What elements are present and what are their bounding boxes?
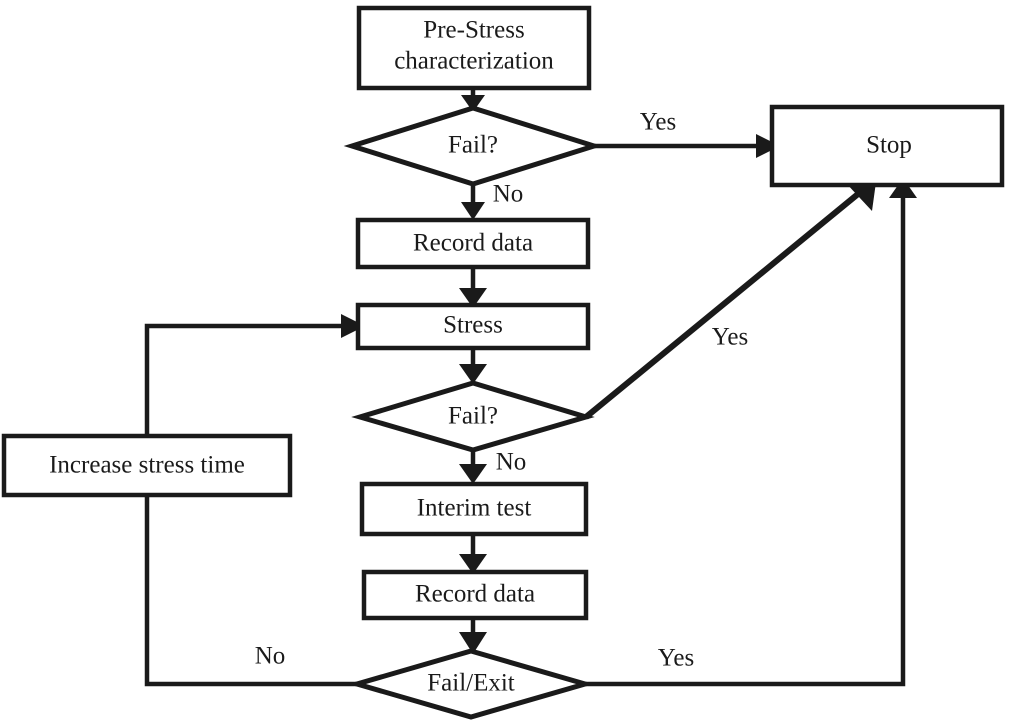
record-data-2-box[interactable] xyxy=(361,569,589,621)
arrowhead-record1-to-stress xyxy=(459,288,487,308)
edge-label-yes-failexit-stop: Yes xyxy=(658,645,694,672)
interim-test-box[interactable] xyxy=(359,481,589,537)
record-data-1-label: Record data xyxy=(413,230,533,257)
node-increase-stress-time[interactable]: Increase stress time xyxy=(1,433,293,498)
arrowhead-interim-to-record2 xyxy=(459,554,487,574)
arrowhead-failexit-to-stop xyxy=(889,178,917,198)
node-stress[interactable]: Stress xyxy=(355,302,591,351)
edge-label-no-fail1-record1: No xyxy=(493,181,524,208)
pre-stress-characterization-label-line2: characterization xyxy=(394,48,554,75)
arrowhead-fail2-to-stop xyxy=(845,182,876,211)
record-data-2-label: Record data xyxy=(415,581,535,608)
node-stop[interactable]: Stop xyxy=(769,104,1005,188)
record-data-1-box[interactable] xyxy=(355,217,591,270)
edges-layer xyxy=(144,88,917,687)
arrowhead-record2-to-failexit xyxy=(459,632,487,654)
node-record-data-1[interactable]: Record data xyxy=(355,217,591,270)
edge-fail2-to-stop xyxy=(584,191,860,420)
fail-exit-decision-label: Fail/Exit xyxy=(427,670,515,697)
stop-box[interactable] xyxy=(769,104,1005,188)
stress-label: Stress xyxy=(443,312,503,339)
pre-stress-characterization-box[interactable] xyxy=(356,5,592,91)
node-pre-stress-characterization[interactable]: Pre-Stress characterization xyxy=(356,5,592,91)
fail-exit-decision-diamond[interactable] xyxy=(348,648,594,720)
arrowhead-loop-to-stress xyxy=(341,314,365,338)
edge-failexit-to-stress-loop xyxy=(144,323,357,687)
arrowhead-fail1-to-stop xyxy=(756,134,780,158)
edge-failexit-to-stop xyxy=(585,196,906,687)
node-fail-decision-2[interactable]: Fail? xyxy=(351,380,595,453)
arrowhead-prestress-to-fail1 xyxy=(461,95,485,112)
arrowhead-fail1-to-record1 xyxy=(461,202,485,220)
node-fail-exit-decision[interactable]: Fail/Exit xyxy=(348,648,594,720)
fail-decision-2-diamond[interactable] xyxy=(351,380,595,453)
node-fail-decision-1[interactable]: Fail? xyxy=(343,105,603,187)
fail-decision-1-label: Fail? xyxy=(448,132,498,159)
arrowhead-fail2-to-interim xyxy=(459,464,487,484)
increase-stress-time-label: Increase stress time xyxy=(49,452,245,479)
edge-label-yes-fail1-stop: Yes xyxy=(640,109,676,136)
edge-label-yes-fail2-stop: Yes xyxy=(712,324,748,351)
interim-test-label: Interim test xyxy=(417,495,532,522)
stress-box[interactable] xyxy=(355,302,591,351)
edge-label-no-failexit-loop: No xyxy=(255,643,286,670)
edge-label-no-fail2-interim: No xyxy=(496,449,527,476)
edge-labels-layer: Yes No Yes No No Yes xyxy=(255,109,748,672)
fail-decision-2-label: Fail? xyxy=(448,403,498,430)
arrowhead-stress-to-fail2 xyxy=(459,364,487,384)
pre-stress-characterization-label-line1: Pre-Stress xyxy=(423,17,524,44)
increase-stress-time-box[interactable] xyxy=(1,433,293,498)
node-record-data-2[interactable]: Record data xyxy=(361,569,589,621)
stop-label: Stop xyxy=(866,132,912,159)
node-interim-test[interactable]: Interim test xyxy=(359,481,589,537)
fail-decision-1-diamond[interactable] xyxy=(343,105,603,187)
